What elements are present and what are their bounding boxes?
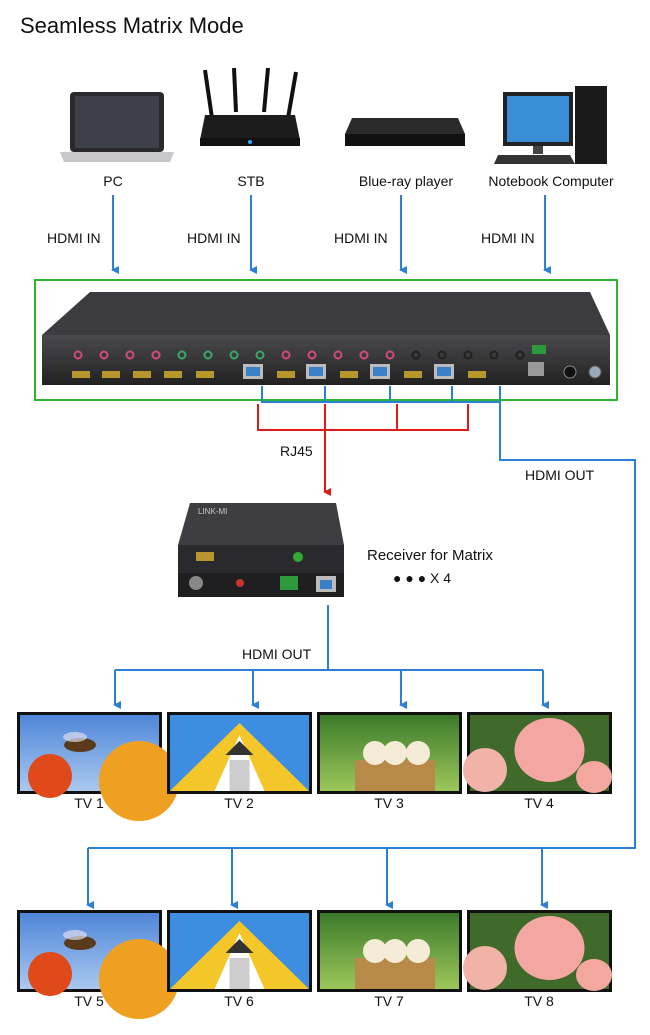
audio-jack-icon (515, 350, 525, 360)
ip-control-port-icon (528, 362, 544, 376)
audio-jack-icon (359, 350, 369, 360)
tv-label: TV 7 (374, 993, 404, 1009)
wasp-picture (20, 715, 179, 821)
audio-jack-icon (255, 350, 265, 360)
rs232-terminal-icon (532, 345, 546, 354)
audio-jack-icon (489, 350, 499, 360)
tv-display: TV 2 (167, 712, 312, 811)
receiver-brand-logo: LINK-MI (198, 507, 227, 516)
laptop-icon (60, 92, 174, 162)
tv-label: TV 5 (74, 993, 104, 1009)
source-label-notebook: Notebook Computer (488, 173, 614, 189)
tv-label: TV 6 (224, 993, 254, 1009)
audio-jack-icon (281, 350, 291, 360)
audio-jack-icon (73, 350, 83, 360)
source-label-stb: STB (237, 173, 264, 189)
hdmi-in-label: HDMI IN (187, 230, 241, 246)
tulip-picture (463, 715, 612, 793)
house-picture (170, 715, 309, 791)
ground-screw-icon (588, 365, 602, 379)
puppies-picture (320, 715, 459, 791)
hdmi-out-lines (86, 386, 636, 909)
receiver-count-label: ● ● ● X 4 (393, 570, 451, 586)
audio-jack-icon (99, 350, 109, 360)
wasp-picture (20, 913, 179, 1019)
blu-ray-player-icon (345, 118, 465, 146)
source-label-blu-ray: Blue-ray player (359, 173, 453, 189)
hdmi-in-label: HDMI IN (334, 230, 388, 246)
tv-display: TV 5 (17, 910, 179, 1019)
hdmi-out-port-icon (277, 371, 295, 378)
audio-jack-icon (333, 350, 343, 360)
hdmi-port-icon (102, 371, 120, 378)
tv-display: TV 7 (317, 910, 462, 1009)
puppies-picture (320, 913, 459, 989)
hdmi-matrix-switch-icon (42, 292, 610, 385)
audio-jack-icon (229, 350, 239, 360)
rj45-label: RJ45 (280, 443, 313, 459)
tulip-picture (463, 913, 612, 991)
hdmi-port-icon (164, 371, 182, 378)
hdmi-in-label: HDMI IN (481, 230, 535, 246)
tv-display: TV 4 (463, 712, 612, 811)
tv-label: TV 4 (524, 795, 554, 811)
tv-display: TV 8 (463, 910, 612, 1009)
receiver-label: Receiver for Matrix (367, 547, 493, 564)
hdmi-out-port-icon (468, 371, 486, 378)
source-label-pc: PC (103, 173, 122, 189)
router-icon (200, 67, 300, 146)
house-picture (170, 913, 309, 989)
tv-display: TV 3 (317, 712, 462, 811)
hdmi-out-label: HDMI OUT (525, 467, 595, 483)
tv-display: TV 6 (167, 910, 312, 1009)
tv-label: TV 2 (224, 795, 254, 811)
audio-jack-icon (463, 350, 473, 360)
tv-label: TV 8 (524, 993, 554, 1009)
audio-jack-icon (411, 350, 421, 360)
audio-jack-icon (151, 350, 161, 360)
receiver-out-lines (113, 605, 549, 709)
desktop-computer-icon (494, 86, 607, 164)
audio-jack-icon (385, 350, 395, 360)
power-jack-icon (563, 365, 577, 379)
hdmi-out-port-icon (404, 371, 422, 378)
audio-jack-icon (177, 350, 187, 360)
tv-display: TV 1 (17, 712, 179, 821)
hdmi-out-port-icon (340, 371, 358, 378)
tv-label: TV 3 (374, 795, 404, 811)
hdmi-in-arrows (111, 195, 551, 274)
audio-jack-icon (307, 350, 317, 360)
receiver-device-icon: LINK-MI (178, 503, 344, 597)
receiver-hdmi-out-label: HDMI OUT (242, 646, 312, 662)
audio-jack-icon (203, 350, 213, 360)
rj45-lines (257, 404, 469, 496)
hdmi-port-icon (196, 371, 214, 378)
page-title: Seamless Matrix Mode (20, 13, 244, 38)
hdmi-port-icon (72, 371, 90, 378)
audio-jack-icon (437, 350, 447, 360)
hdmi-in-label: HDMI IN (47, 230, 101, 246)
audio-jack-icon (125, 350, 135, 360)
tv-label: TV 1 (74, 795, 104, 811)
hdmi-port-icon (133, 371, 151, 378)
